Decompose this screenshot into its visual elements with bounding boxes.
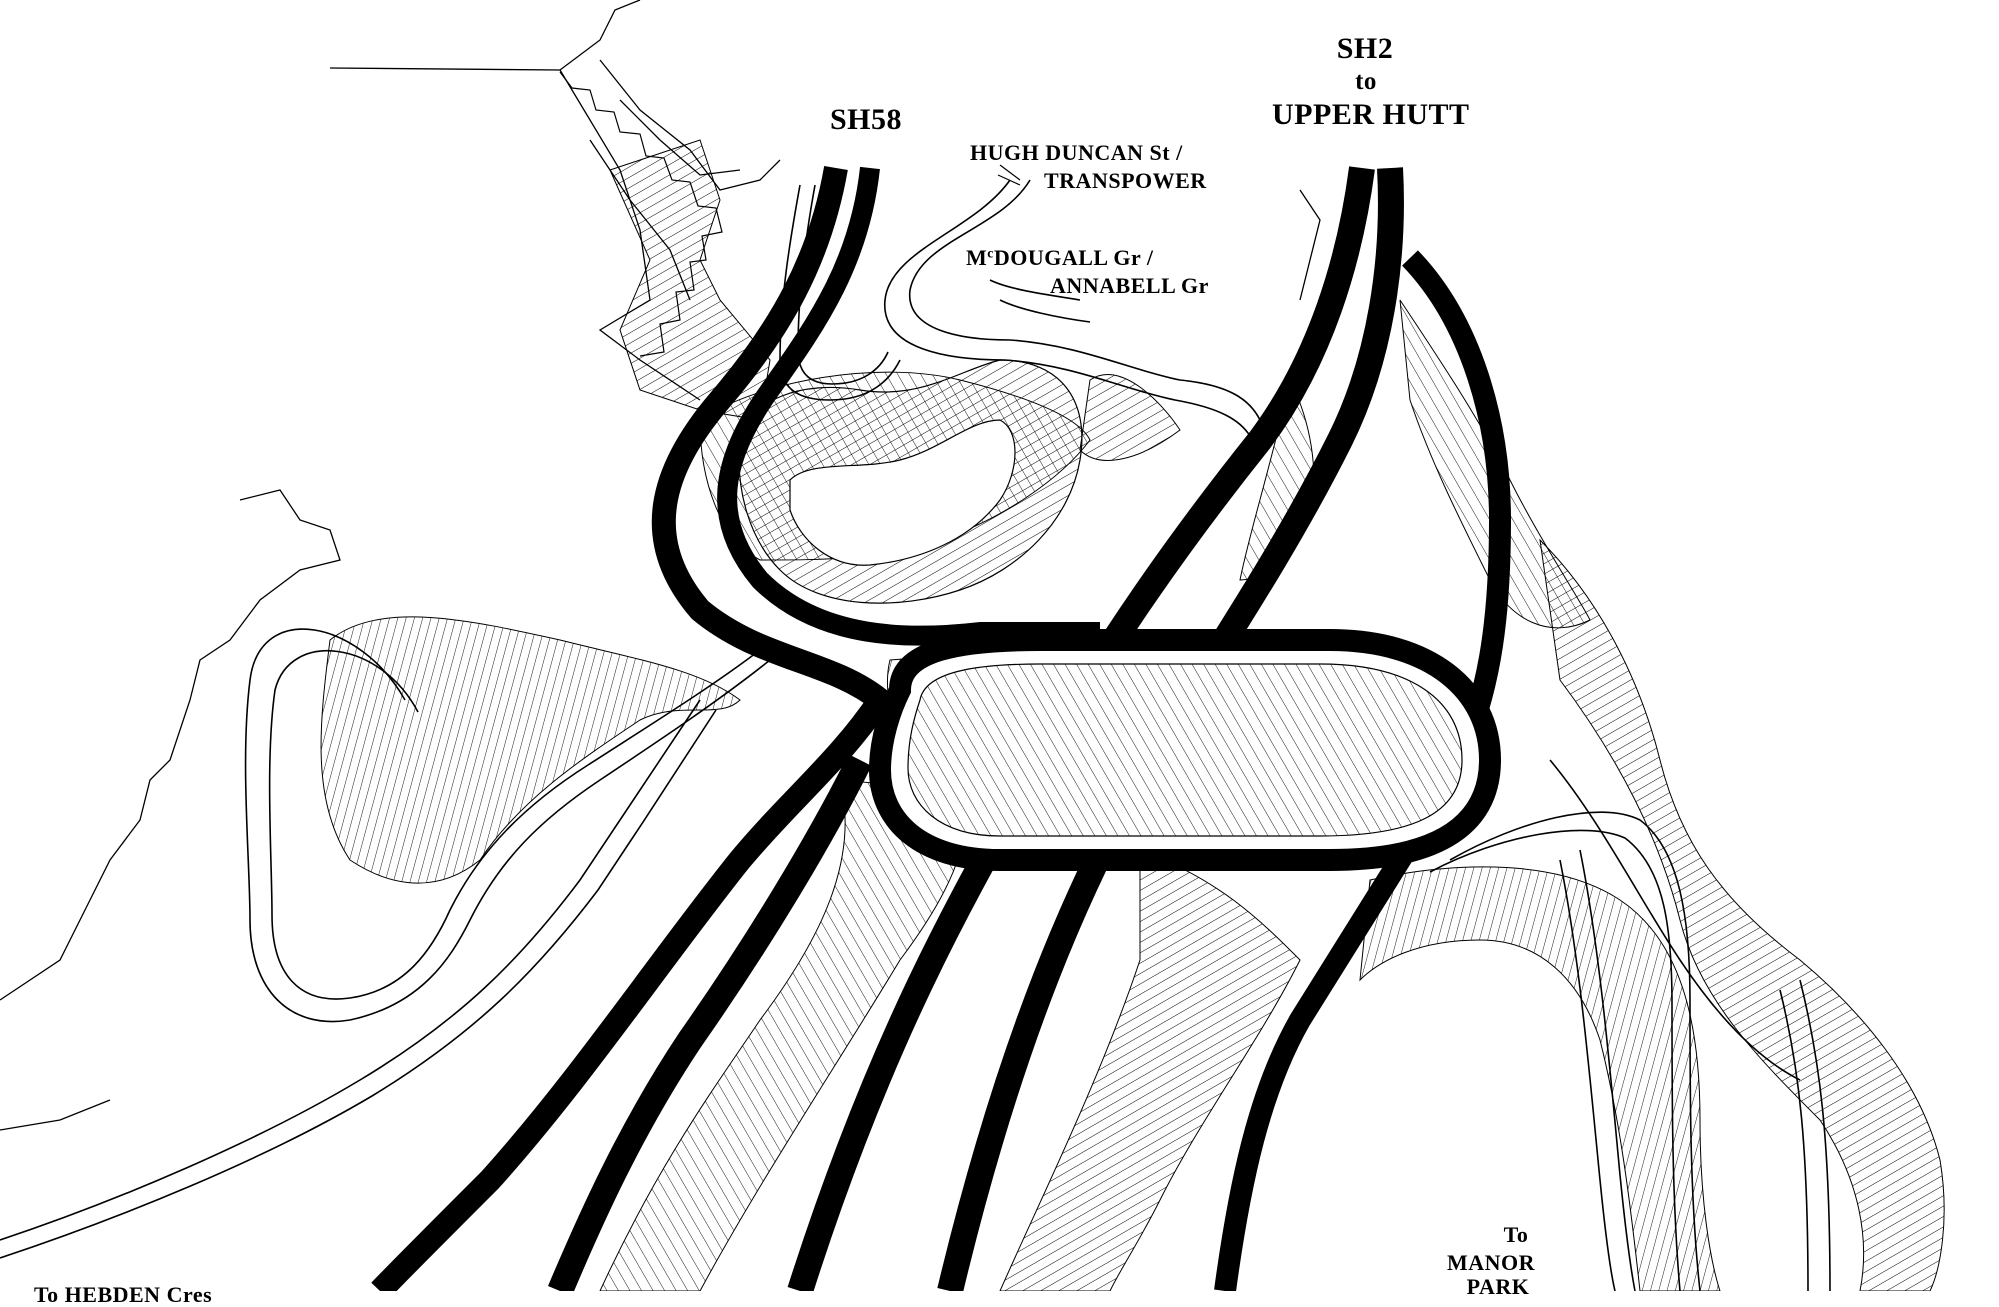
oval-roundabout <box>868 629 1502 871</box>
pointer-tick <box>997 164 1021 186</box>
label-annabell: ANNABELL Gr <box>1050 273 1209 298</box>
sh58-loop-island <box>738 359 1083 604</box>
label-mcdougall: McDOUGALL Gr / <box>966 245 1153 270</box>
label-upper-hutt: UPPER HUTT <box>1272 98 1470 131</box>
local-roads <box>0 179 1831 1291</box>
label-mcdougall-rest: DOUGALL Gr / <box>993 245 1154 270</box>
label-transpower: TRANSPOWER <box>1044 168 1207 193</box>
label-sh58: SH58 <box>830 103 903 136</box>
label-sh2: SH2 <box>1336 32 1394 65</box>
label-sh2-to: to <box>1355 68 1377 95</box>
label-manor: MANOR <box>1446 1250 1536 1275</box>
label-to-manor: To <box>1503 1222 1529 1247</box>
label-mcdougall-m: M <box>966 245 988 270</box>
sh58-carriageway <box>371 165 892 1291</box>
label-hebden: To HEBDEN Cres <box>34 1282 213 1307</box>
sh58-south <box>548 754 872 1291</box>
label-hugh-duncan: HUGH DUNCAN St / <box>970 140 1183 165</box>
label-mcdougall-c: c <box>987 245 994 261</box>
sh58-carriageway-inner <box>717 166 1100 646</box>
label-park: PARK <box>1466 1274 1530 1299</box>
